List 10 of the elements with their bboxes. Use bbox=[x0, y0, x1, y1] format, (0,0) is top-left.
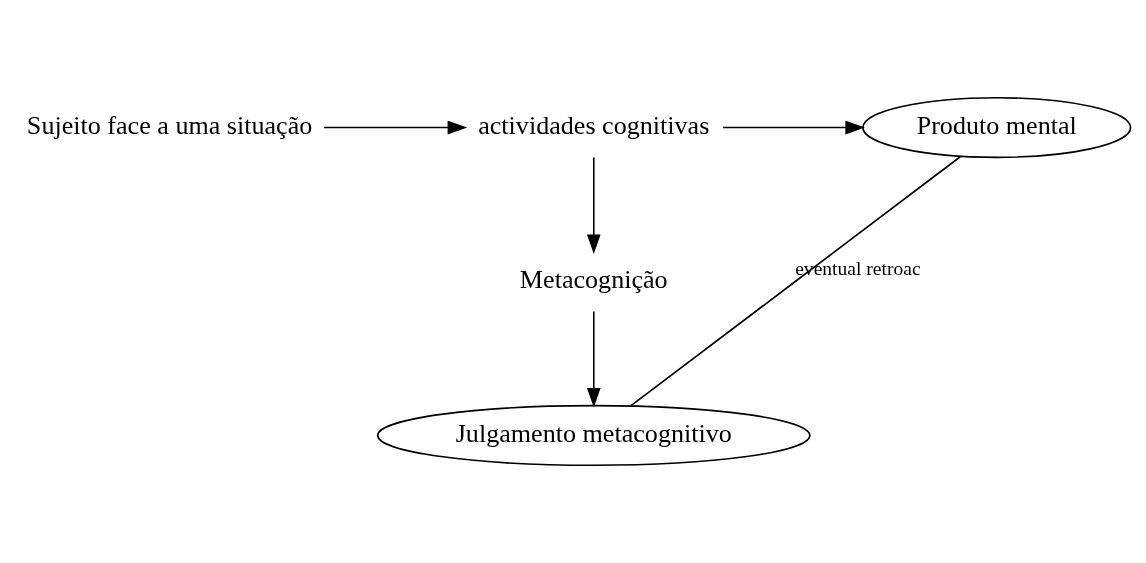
arrow bbox=[722, 120, 865, 135]
node-ellipse: Produto mental bbox=[862, 96, 1132, 159]
arrow bbox=[586, 310, 601, 408]
node-text: actividades cognitivas bbox=[478, 110, 710, 140]
node-text: Metacognição bbox=[519, 264, 668, 294]
arrow bbox=[586, 156, 601, 255]
node-ellipse: Julgamento metacognitivo bbox=[376, 404, 811, 467]
node-text: Sujeito face a uma situação bbox=[26, 110, 313, 140]
arrow bbox=[323, 120, 468, 135]
connector bbox=[630, 155, 962, 407]
